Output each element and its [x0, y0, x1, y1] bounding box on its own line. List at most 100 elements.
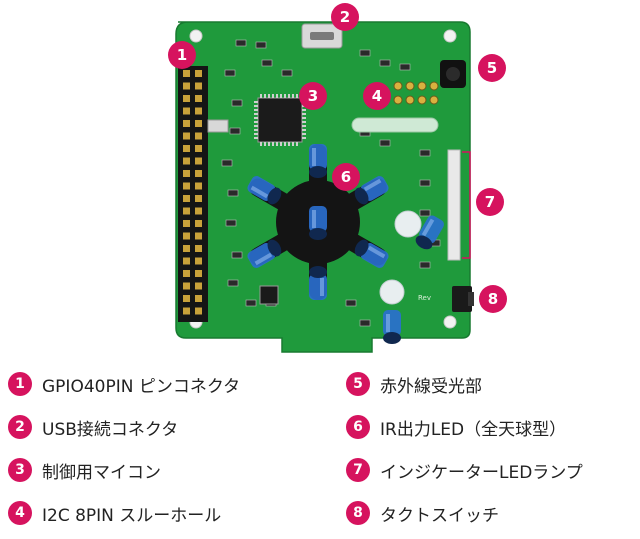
svg-text:8: 8 — [488, 290, 498, 308]
legend-item-8: 8 タクトスイッチ — [346, 499, 499, 527]
legend-label: インジケーターLEDランプ — [380, 462, 583, 483]
legend-badge: 4 — [8, 501, 32, 525]
mount-hole — [443, 29, 457, 43]
gpio-pin — [183, 70, 190, 77]
gpio-pin — [195, 107, 202, 115]
gpio-pin — [195, 120, 202, 127]
legend-item-5: 5 赤外線受光部 — [346, 370, 482, 398]
legend-label: IR出力LED（全天球型） — [380, 419, 567, 440]
gpio-pin — [183, 120, 190, 127]
ir-led — [309, 266, 327, 300]
indicator-led-strip — [447, 149, 461, 261]
gpio-pin — [183, 232, 190, 240]
callout-8: 8 — [479, 285, 507, 313]
board-diagram: Rev 1 2 3 4 5 6 7 — [168, 3, 507, 353]
i2c-hole — [393, 95, 403, 105]
tact-switch-button — [468, 292, 474, 306]
legend-item-7: 7 インジケーターLEDランプ — [346, 456, 583, 484]
callout-5: 5 — [478, 54, 506, 82]
legend-badge: 7 — [346, 458, 370, 482]
legend-label: GPIO40PIN ピンコネクタ — [42, 376, 241, 397]
i2c-hole — [429, 81, 439, 91]
gpio-pin — [183, 220, 190, 227]
gpio-pin — [195, 220, 202, 227]
i2c-through-holes — [393, 81, 439, 105]
svg-text:4: 4 — [372, 87, 382, 105]
gpio-pin — [183, 157, 190, 165]
callout-1: 1 — [168, 41, 196, 69]
gpio-pin — [183, 182, 190, 190]
ir-led — [354, 176, 389, 205]
gpio-pin — [195, 207, 202, 215]
gpio-pin — [195, 295, 202, 302]
gpio-pin — [195, 282, 202, 290]
legend-item-2: 2 USB接続コネクタ — [8, 413, 178, 441]
svg-text:7: 7 — [485, 193, 495, 211]
mount-hole — [189, 29, 203, 43]
legend-badge: 3 — [8, 458, 32, 482]
svg-text:2: 2 — [340, 8, 350, 26]
tact-switch — [452, 286, 472, 312]
gpio-pin — [195, 307, 202, 315]
silkscreen-rev: Rev — [418, 294, 431, 302]
microcontroller — [257, 97, 303, 143]
gpio-pins — [183, 70, 202, 315]
legend-label: 制御用マイコン — [42, 462, 161, 483]
gpio-pin — [195, 270, 202, 277]
white-component — [394, 210, 422, 238]
gpio-pin — [195, 145, 202, 152]
legend-badge: 1 — [8, 372, 32, 396]
gpio-pin — [195, 82, 202, 90]
white-component — [379, 279, 405, 305]
ir-led — [247, 239, 282, 268]
callout-6: 6 — [332, 163, 360, 191]
gpio-pin — [183, 95, 190, 102]
mount-hole — [443, 315, 457, 329]
gpio-pin — [183, 295, 190, 302]
legend-badge: 8 — [346, 501, 370, 525]
ir-led — [383, 310, 401, 344]
legend-label: タクトスイッチ — [380, 505, 499, 526]
gpio-pin — [183, 145, 190, 152]
legend-item-6: 6 IR出力LED（全天球型） — [346, 413, 566, 441]
ir-led — [415, 215, 444, 250]
i2c-hole — [405, 95, 415, 105]
gpio-pin — [183, 282, 190, 290]
callout-2: 2 — [331, 3, 359, 31]
gpio-pin — [183, 270, 190, 277]
svg-text:3: 3 — [308, 87, 318, 105]
gpio-pin — [183, 132, 190, 140]
smd-components — [207, 39, 441, 327]
gpio-pin — [195, 245, 202, 252]
i2c-hole — [417, 81, 427, 91]
svg-text:1: 1 — [177, 46, 187, 64]
gpio-pin — [195, 95, 202, 102]
legend: 1 GPIO40PIN ピンコネクタ 2 USB接続コネクタ 3 制御用マイコン… — [0, 370, 640, 539]
ir-led — [309, 206, 327, 240]
gpio-pin — [183, 195, 190, 202]
i2c-hole — [393, 81, 403, 91]
gpio-pin — [195, 232, 202, 240]
legend-badge: 2 — [8, 415, 32, 439]
callout-4: 4 — [363, 82, 391, 110]
svg-text:6: 6 — [341, 168, 351, 186]
gpio-pin — [195, 170, 202, 177]
legend-badge: 5 — [346, 372, 370, 396]
i2c-hole — [429, 95, 439, 105]
gpio-pin — [183, 245, 190, 252]
callout-3: 3 — [299, 82, 327, 110]
gpio-pin — [183, 170, 190, 177]
legend-item-3: 3 制御用マイコン — [8, 456, 161, 484]
i2c-hole — [417, 95, 427, 105]
ir-leds — [247, 144, 444, 344]
callout-7: 7 — [476, 188, 504, 216]
gpio-pin — [183, 107, 190, 115]
legend-item-4: 4 I2C 8PIN スルーホール — [8, 499, 221, 527]
legend-item-1: 1 GPIO40PIN ピンコネクタ — [8, 370, 240, 398]
gpio-header — [178, 66, 208, 322]
ir-receiver-lens — [446, 67, 460, 81]
usb-port — [310, 32, 334, 40]
gpio-pin — [195, 157, 202, 165]
legend-label: I2C 8PIN スルーホール — [42, 505, 222, 526]
ir-led — [309, 144, 327, 178]
